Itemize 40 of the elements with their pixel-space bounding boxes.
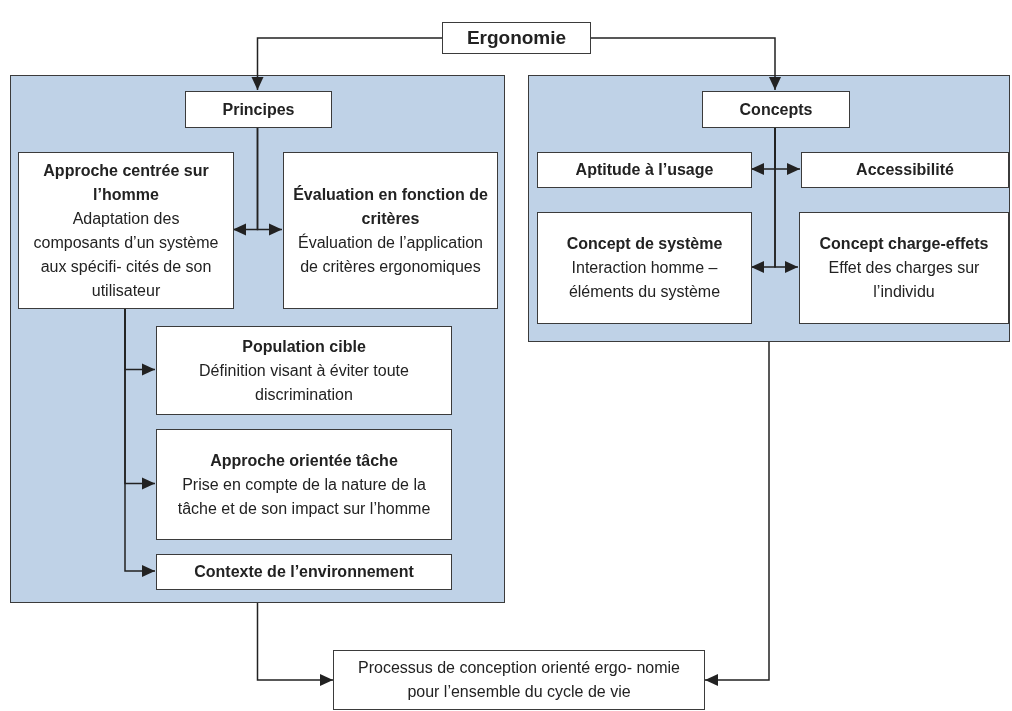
arrow [256,602,334,686]
group-panel [10,75,505,603]
text-box [333,650,705,710]
box-heading: Accessibilité [856,160,954,180]
box-text: Effet des charges sur l’individu [827,258,981,302]
box-text: Prise en compte de la nature de la tâche et de son impact sur l’homme [176,474,432,519]
box-heading: Aptitude à l’usage [575,160,714,180]
box-heading: Concepts [739,99,813,120]
arrow [124,307,156,577]
arrow [256,126,283,236]
box-heading: Concept charge-effets [819,234,989,254]
text-box [185,91,332,128]
box-text: Adaptation des composants d’un système aux spécifi- cités de son utilisateur [32,208,220,301]
box-heading: Concept de système [566,234,723,254]
box-heading: Évaluation en fonction de critères [292,184,489,229]
box-heading: Population cible [242,336,366,357]
arrow [704,341,770,686]
text-box [442,22,591,54]
arrow [251,37,443,91]
box-heading: Contexte de l’environnement [194,562,414,582]
text-box [156,429,452,540]
box-heading: Approche centrée sur l’homme [42,160,210,205]
box-text: Évaluation de l’application de critères ergonomiques [297,232,484,277]
text-box [156,326,452,415]
text-box [537,152,752,188]
box-heading: Ergonomie [466,26,567,50]
text-box [283,152,498,309]
group-panel [528,75,1010,342]
box-text: Processus de conception orienté ergo- nomie pour l’ensemble du cycle de vie [357,658,681,702]
text-box [702,91,850,128]
box-heading: Principes [222,99,295,120]
text-box [799,212,1009,324]
text-box [801,152,1009,188]
box-text: Définition visant à éviter toute discrimination [198,360,410,405]
box-heading: Approche orientée tâche [210,450,398,471]
text-box [18,152,234,309]
text-box [537,212,752,324]
text-box [156,554,452,590]
box-text: Interaction homme – éléments du système [567,258,722,302]
arrow [590,37,781,91]
